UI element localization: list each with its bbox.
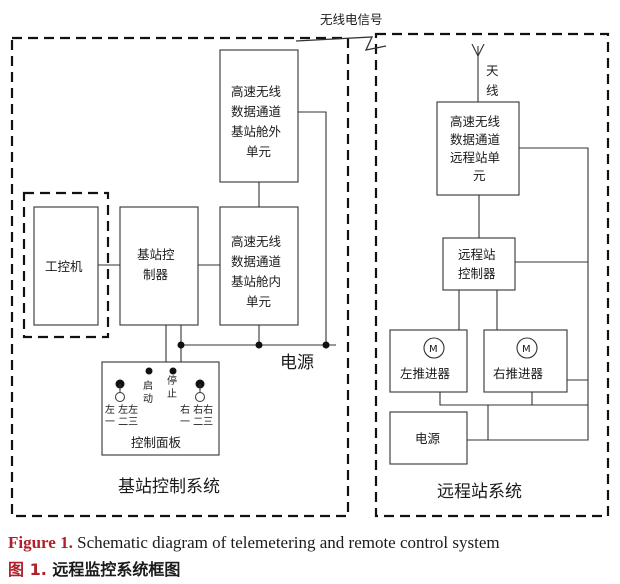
ipc-frame xyxy=(22,191,110,339)
stop-label-2: 止 xyxy=(167,388,177,400)
left-thruster-power-tap xyxy=(439,392,588,406)
antenna-arm-right xyxy=(477,43,485,57)
junction-dot xyxy=(322,341,330,349)
right-select-label-2: 一 二三 xyxy=(180,417,213,428)
inner-unit-box xyxy=(219,206,299,326)
outer-unit-line2: 数据通道 xyxy=(231,104,282,119)
inner-unit-line3: 基站舱内 xyxy=(231,274,281,289)
junction-dot xyxy=(255,341,263,349)
remote-controller-line2: 控制器 xyxy=(458,266,496,281)
start-label-1: 启 xyxy=(143,379,153,392)
left-motor-symbol: M xyxy=(429,344,438,355)
stop-label-1: 停 xyxy=(167,374,177,387)
base-system-label: 基站控制系统 xyxy=(118,477,220,497)
remote-station-frame xyxy=(374,32,610,518)
outer-unit-box xyxy=(219,49,299,183)
left-motor-icon xyxy=(423,337,445,359)
wireless-signal-label: 无线电信号 xyxy=(320,12,383,27)
antenna-arm-left xyxy=(471,43,479,57)
ipc-label: 工控机 xyxy=(45,259,83,274)
base-station-frame xyxy=(10,36,350,518)
remote-unit-line3: 远程站单 xyxy=(450,150,500,165)
stop-button-dot xyxy=(169,367,177,375)
remote-power-bus-outer xyxy=(467,147,589,441)
right-motor-icon xyxy=(516,337,538,359)
wireless-signal-icon xyxy=(295,36,387,51)
figure-text-cn: 远程监控系统框图 xyxy=(46,560,181,579)
base-controller-line2: 制器 xyxy=(143,267,169,282)
figure-label-cn: 图 1. xyxy=(8,560,47,579)
remote-unit-line1: 高速无线 xyxy=(450,114,501,129)
remote-unit-box xyxy=(436,101,520,196)
outer-unit-line1: 高速无线 xyxy=(231,84,282,99)
base-controller-line1: 基站控 xyxy=(137,247,175,262)
antenna-label-1: 天 xyxy=(486,63,499,78)
remote-controller-line1: 远程站 xyxy=(458,247,496,262)
left-joystick-base xyxy=(115,392,125,402)
remote-unit-line2: 数据通道 xyxy=(450,132,501,147)
junction-dot xyxy=(177,341,185,349)
right-joystick-base xyxy=(195,392,205,402)
right-thruster-label: 右推进器 xyxy=(493,366,544,381)
left-select-label-1: 左 左左 xyxy=(105,403,138,416)
system-diagram: 无线电信号 工控机 基站控 制器 高速无线 数据通道 基站舱外 单元 高速无线 … xyxy=(10,12,610,518)
left-select-label-2: 一 二三 xyxy=(105,417,138,428)
inner-unit-line4: 单元 xyxy=(246,294,271,309)
control-panel-title: 控制面板 xyxy=(131,435,182,450)
remote-power-box xyxy=(389,411,468,465)
figure-label-en: Figure 1. xyxy=(8,533,73,552)
remote-controller-box xyxy=(442,237,516,291)
figure-text-en: Schematic diagram of telemetering and re… xyxy=(72,533,500,552)
inner-unit-line2: 数据通道 xyxy=(231,254,282,269)
outer-unit-line3: 基站舱外 xyxy=(231,124,282,139)
outer-unit-line4: 单元 xyxy=(246,144,271,159)
remote-unit-line4: 元 xyxy=(473,168,486,183)
antenna-label-2: 线 xyxy=(486,83,499,98)
remote-power-label: 电源 xyxy=(415,431,441,446)
ipc-box xyxy=(33,206,99,326)
figure-caption-en: Figure 1. Schematic diagram of telemeter… xyxy=(8,533,500,553)
start-label-2: 动 xyxy=(143,393,153,405)
right-select-label-1: 右 右右 xyxy=(180,403,213,416)
right-motor-symbol: M xyxy=(522,344,531,355)
outer-power-line xyxy=(298,111,327,345)
figure-caption-cn: 图 1. 远程监控系统框图 xyxy=(8,556,180,580)
base-controller-box xyxy=(119,206,199,326)
left-thruster-label: 左推进器 xyxy=(400,366,451,381)
inner-unit-line1: 高速无线 xyxy=(231,234,282,249)
start-button-dot xyxy=(145,367,153,375)
control-panel-box xyxy=(101,361,220,456)
remote-system-label: 远程站系统 xyxy=(437,482,522,502)
base-power-label: 电源 xyxy=(280,353,314,373)
